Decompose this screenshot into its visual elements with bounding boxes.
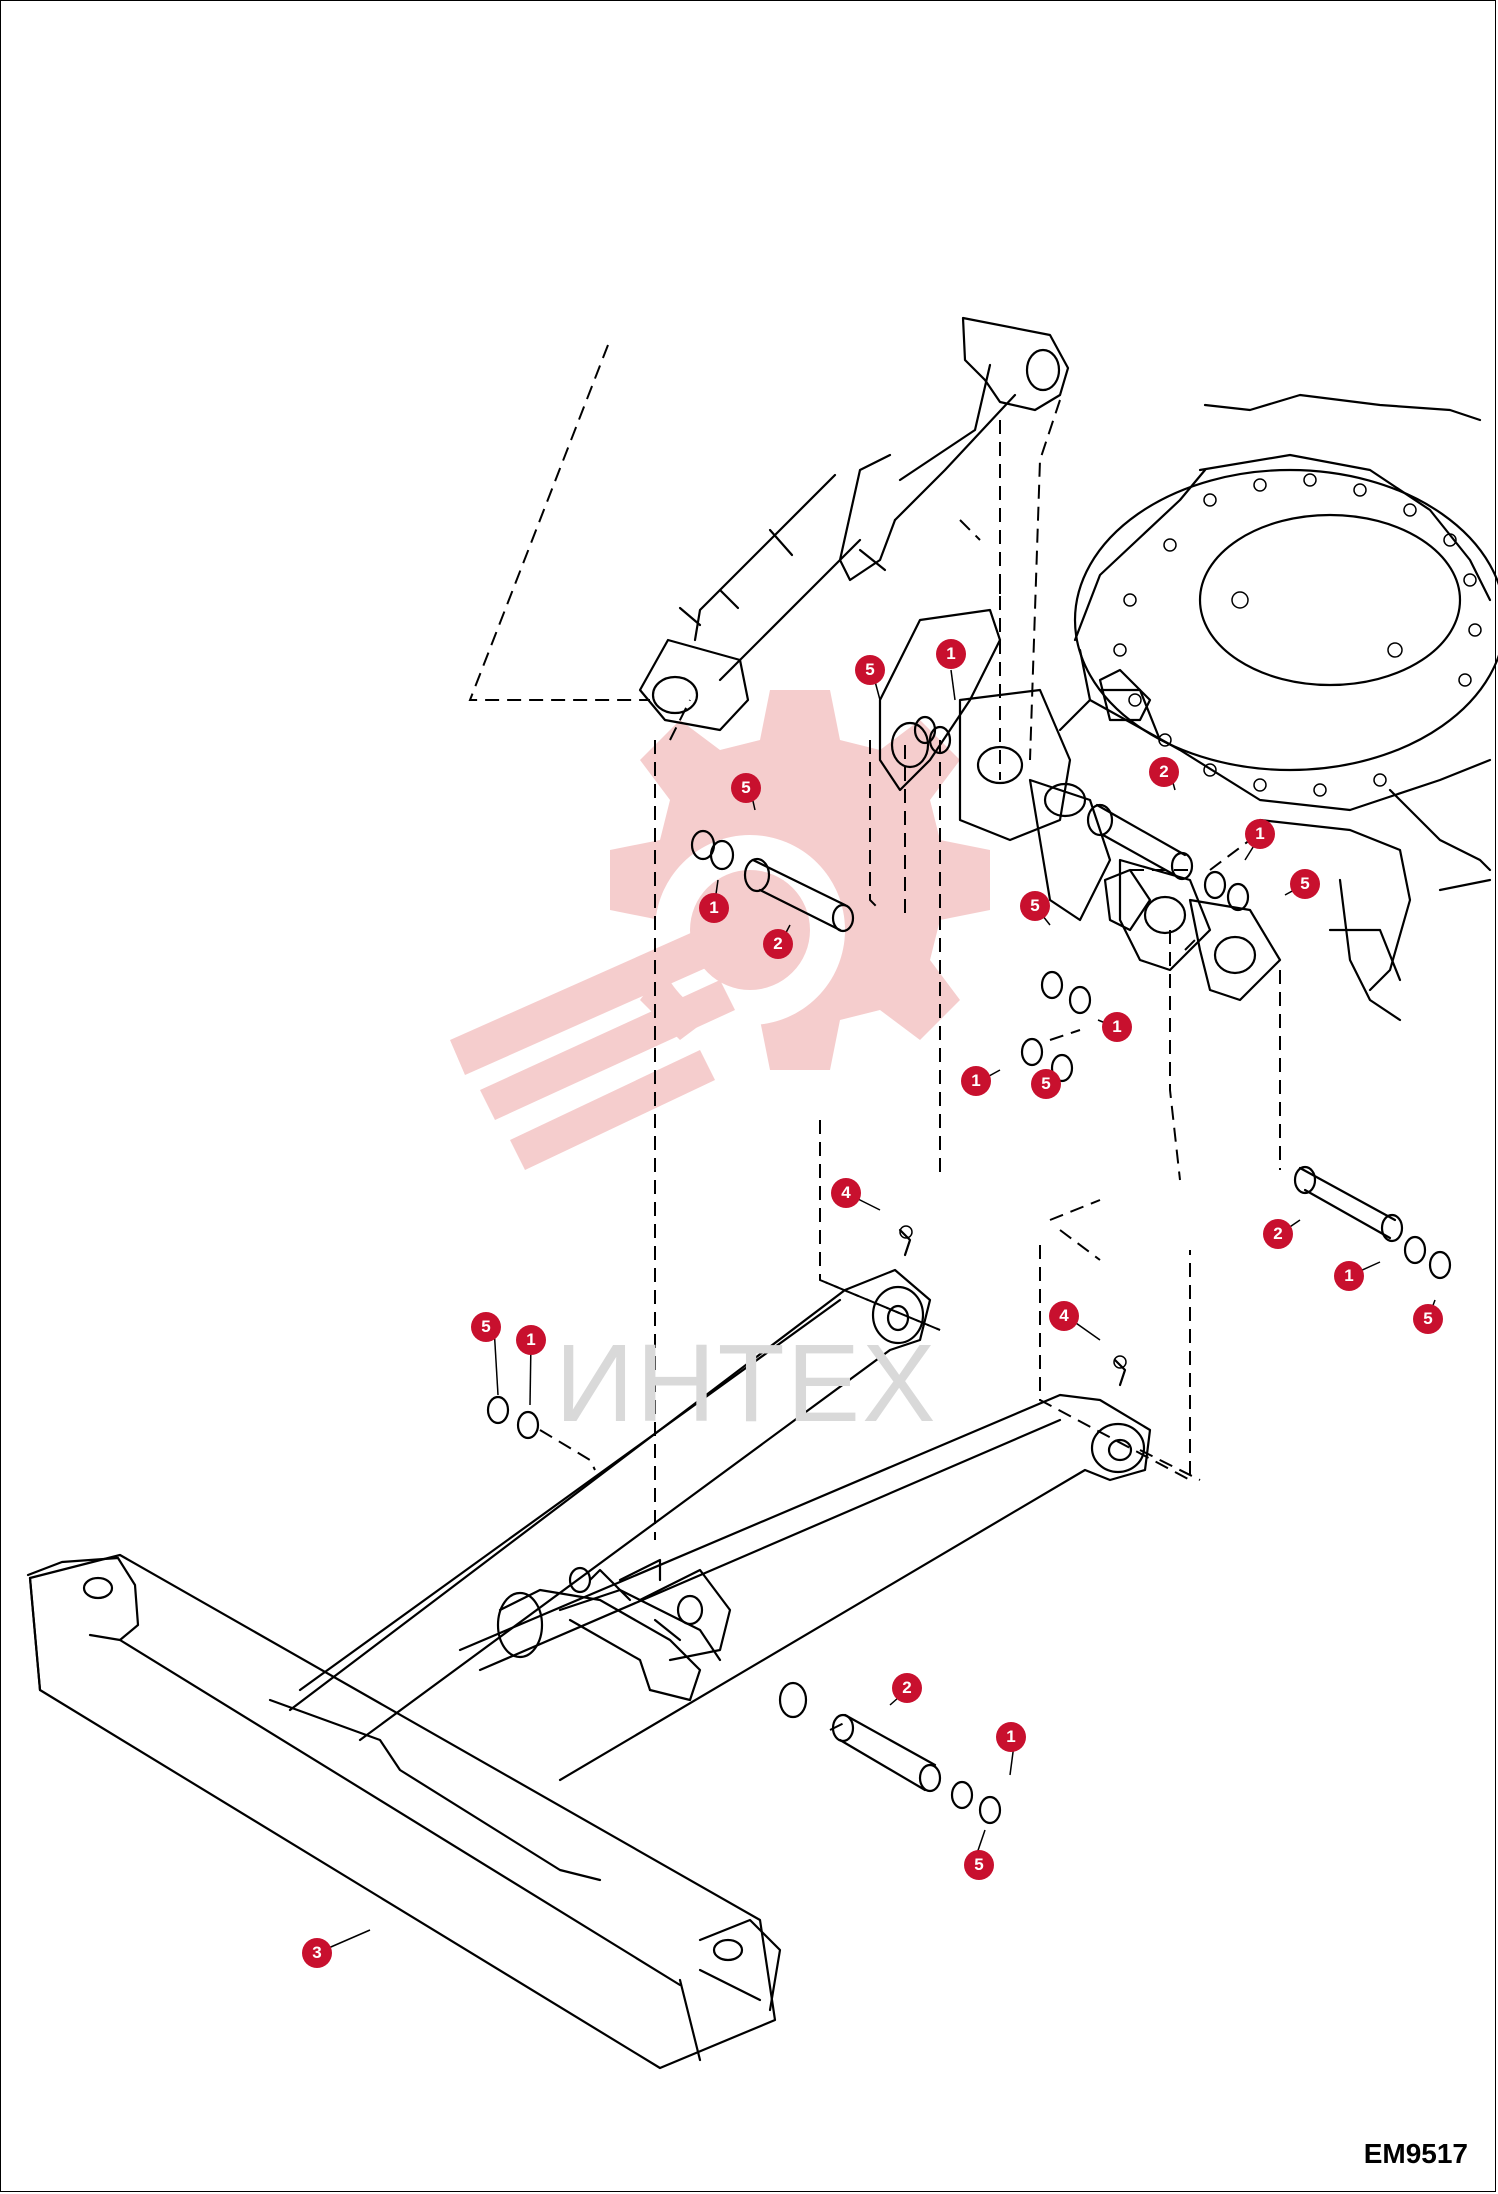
callout-c2: 5 bbox=[855, 655, 885, 685]
watermark-logo bbox=[450, 690, 990, 1170]
callout-c17: 4 bbox=[1049, 1301, 1079, 1331]
callout-c14: 2 bbox=[1263, 1219, 1293, 1249]
callout-c10: 1 bbox=[1102, 1012, 1132, 1042]
callout-c22: 5 bbox=[964, 1850, 994, 1880]
watermark-text: ИНТЕХ bbox=[555, 1322, 938, 1445]
callout-c1: 1 bbox=[936, 639, 966, 669]
callout-c7: 1 bbox=[1245, 819, 1275, 849]
callout-c9: 5 bbox=[1020, 891, 1050, 921]
callout-c11: 1 bbox=[961, 1066, 991, 1096]
callout-c8: 5 bbox=[1290, 869, 1320, 899]
callout-c23: 3 bbox=[302, 1938, 332, 1968]
callout-c20: 2 bbox=[892, 1673, 922, 1703]
callout-c13: 4 bbox=[831, 1178, 861, 1208]
callout-c4: 5 bbox=[731, 773, 761, 803]
pins-and-rings bbox=[486, 715, 1452, 1825]
callout-c15: 1 bbox=[1334, 1261, 1364, 1291]
callout-c18: 5 bbox=[471, 1312, 501, 1342]
callout-c5: 1 bbox=[699, 893, 729, 923]
dozer-blade bbox=[26, 1268, 1152, 2070]
callout-c19: 1 bbox=[516, 1325, 546, 1355]
assembly-guide-lines bbox=[468, 344, 1281, 1731]
frame-brackets bbox=[878, 608, 1282, 1002]
callout-c21: 1 bbox=[996, 1722, 1026, 1752]
drawing-code: EM9517 bbox=[1363, 2138, 1468, 2169]
machine-frame bbox=[1058, 393, 1498, 1022]
callout-c12: 5 bbox=[1031, 1069, 1061, 1099]
hydraulic-cylinder bbox=[638, 316, 1070, 732]
callout-c3: 2 bbox=[1149, 757, 1179, 787]
callout-c16: 5 bbox=[1413, 1304, 1443, 1334]
callout-c6: 2 bbox=[763, 929, 793, 959]
